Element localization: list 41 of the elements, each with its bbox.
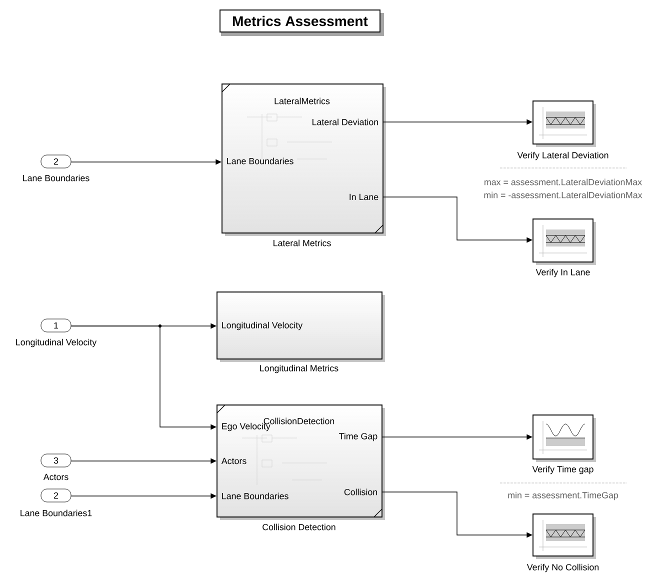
signal-line: [383, 196, 532, 243]
port-label: Longitudinal Velocity: [222, 322, 303, 330]
port-label: Actors: [221, 458, 246, 464]
inport-block: 3: [40, 454, 72, 468]
signal-line: [383, 119, 532, 125]
block-name: Verify Lateral Deviation: [517, 152, 608, 160]
block-title: LateralMetrics: [274, 98, 330, 104]
inport-block: 1: [40, 318, 72, 332]
inport-block: 2: [40, 154, 72, 168]
scope-block: [532, 514, 596, 559]
parameter-note: min = assessment.TimeGap: [508, 492, 618, 500]
parameter-note: min = -assessment.LateralDeviationMax: [484, 192, 642, 198]
title-box: Metrics Assessment: [220, 10, 384, 36]
subsystem-block: [216, 292, 385, 374]
scope-block: [532, 414, 596, 462]
block-name: Actors: [43, 474, 68, 480]
inport-block: 2: [40, 488, 72, 502]
port-label: Lateral Deviation: [312, 118, 378, 126]
port-label: Ego Velocity: [222, 422, 270, 432]
port-label: Collision: [344, 488, 377, 496]
block-name: Collision Detection: [262, 524, 336, 530]
block-name: Verify Time gap: [532, 466, 594, 474]
block-name: Lane Boundaries1: [20, 510, 92, 516]
block-name: Verify No Collision: [526, 564, 599, 572]
scope-block: [532, 100, 596, 147]
block-name: Longitudinal Metrics: [260, 364, 338, 374]
parameter-note: max = assessment.LateralDeviationMax: [484, 178, 642, 186]
port-label: Lane Boundaries: [222, 492, 288, 500]
block-name: Verify In Lane: [536, 268, 590, 278]
signal-line: [382, 434, 532, 440]
port-label: Time Gap: [339, 432, 378, 442]
block-name: Longitudinal Velocity: [16, 338, 97, 348]
subsystem-block: [216, 404, 385, 530]
block-title: CollisionDetection: [264, 418, 334, 424]
port-label: In Lane: [350, 194, 378, 200]
port-label: Lane Boundaries: [227, 158, 294, 164]
signal-line: [382, 492, 532, 538]
block-name: Lateral Metrics: [274, 240, 331, 246]
block-name: Lane Boundaries: [23, 174, 90, 182]
scope-block: [532, 218, 596, 265]
subsystem-block: [222, 84, 386, 246]
